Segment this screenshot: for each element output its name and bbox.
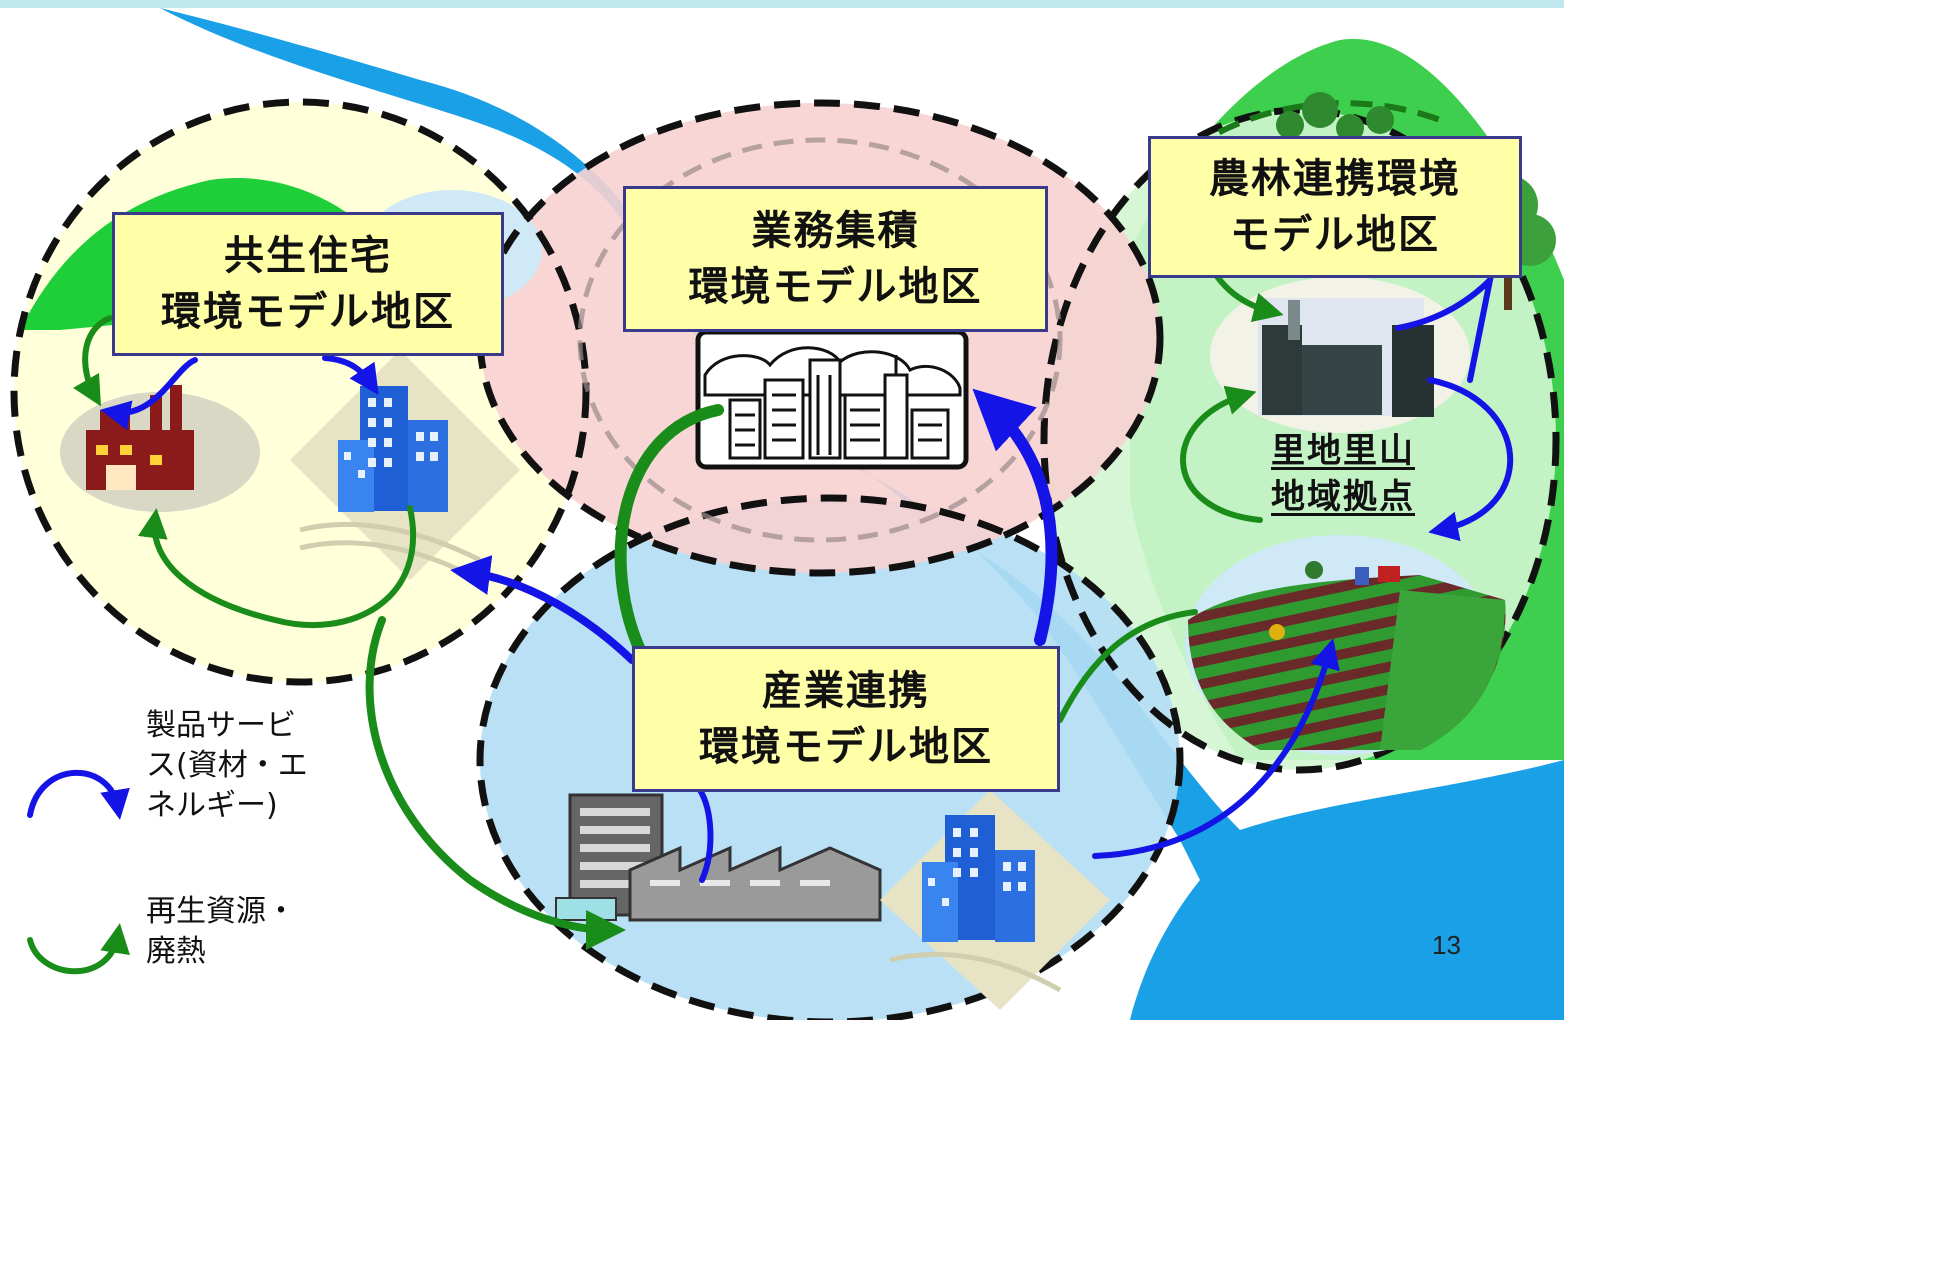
flow-arrow-green-business-to-industry bbox=[614, 404, 724, 656]
flow-arrow-green-farm-to-industry bbox=[1057, 609, 1198, 723]
flow-arrow-blue-tanks-to-farm bbox=[1427, 377, 1513, 542]
legend-recycled-line2: 廃熱 bbox=[146, 934, 206, 969]
zone-label-residential-line2: 環境モデル地区 bbox=[161, 289, 455, 335]
zone-label-residential: 共生住宅 環境モデル地区 bbox=[112, 212, 504, 356]
farmland-icon bbox=[1185, 535, 1506, 755]
zone-label-business-line1: 業務集積 bbox=[751, 208, 920, 254]
hub-label-line1: 里地里山 bbox=[1271, 431, 1415, 471]
zone-label-residential-line1: 共生住宅 bbox=[224, 233, 392, 279]
city-skyline-icon bbox=[695, 329, 969, 470]
zone-label-agri-forestry: 農林連携環境 モデル地区 bbox=[1148, 136, 1522, 278]
zone-label-industry-line1: 産業連携 bbox=[762, 668, 930, 714]
legend-arrow-green bbox=[27, 923, 130, 975]
office-building-icon-2 bbox=[880, 790, 1110, 1010]
zone-business-inner-ring bbox=[577, 137, 1063, 543]
hub-label-line2: 地域拠点 bbox=[1271, 477, 1415, 517]
page-number: 13 bbox=[1432, 930, 1461, 960]
hub-label: 里地里山 地域拠点 bbox=[1248, 428, 1438, 520]
flow-arrow-green-residential-left bbox=[73, 315, 113, 407]
zone-agri-border bbox=[1040, 106, 1560, 774]
zone-business-border bbox=[476, 99, 1164, 577]
flow-arrow-blue-industry-to-residential bbox=[450, 555, 636, 664]
flow-arrow-blue-industry-to-business bbox=[972, 388, 1058, 646]
legend-product-line3: ネルギー) bbox=[146, 788, 278, 823]
flow-arrow-blue-residential-loop bbox=[100, 357, 198, 431]
flow-arrow-green-to-industry bbox=[365, 616, 626, 950]
flow-arrow-green-residential-loop bbox=[137, 505, 417, 629]
top-frame-bar bbox=[0, 0, 1564, 8]
zone-label-business-line2: 環境モデル地区 bbox=[688, 264, 983, 310]
flow-arrow-green-hub-loop bbox=[1180, 385, 1263, 523]
tree-icon-small bbox=[1276, 92, 1394, 142]
flow-arrow-blue-residential bbox=[322, 355, 379, 395]
water-body bbox=[160, 8, 1564, 1020]
flow-arrow-blue-industry-up bbox=[697, 787, 714, 883]
flow-arrow-blue-industry-to-farm bbox=[1092, 638, 1340, 859]
legend-arrow-blue bbox=[27, 769, 130, 820]
zone-label-industry-line2: 環境モデル地区 bbox=[699, 724, 993, 770]
industrial-complex-icon bbox=[555, 793, 882, 922]
zone-label-agri-line1: 農林連携環境 bbox=[1209, 156, 1461, 202]
zone-industry-border bbox=[476, 494, 1184, 1020]
office-building-icon bbox=[290, 350, 520, 580]
zone-label-agri-line2: モデル地区 bbox=[1230, 212, 1440, 258]
flow-arrow-blue-agri-top bbox=[1395, 270, 1495, 383]
legend-product-service: 製品サービ ス(資材・エ ネルギー) bbox=[146, 706, 308, 826]
zone-label-business: 業務集積 環境モデル地区 bbox=[623, 186, 1048, 332]
legend-recycled-line1: 再生資源・ bbox=[146, 894, 296, 929]
legend-product-line2: ス(資材・エ bbox=[146, 748, 308, 783]
legend-product-line1: 製品サービ bbox=[146, 708, 296, 743]
zone-label-industry: 産業連携 環境モデル地区 bbox=[632, 646, 1060, 792]
legend-recycled: 再生資源・ 廃熱 bbox=[146, 892, 296, 972]
biogas-tanks-icon bbox=[1210, 277, 1470, 433]
